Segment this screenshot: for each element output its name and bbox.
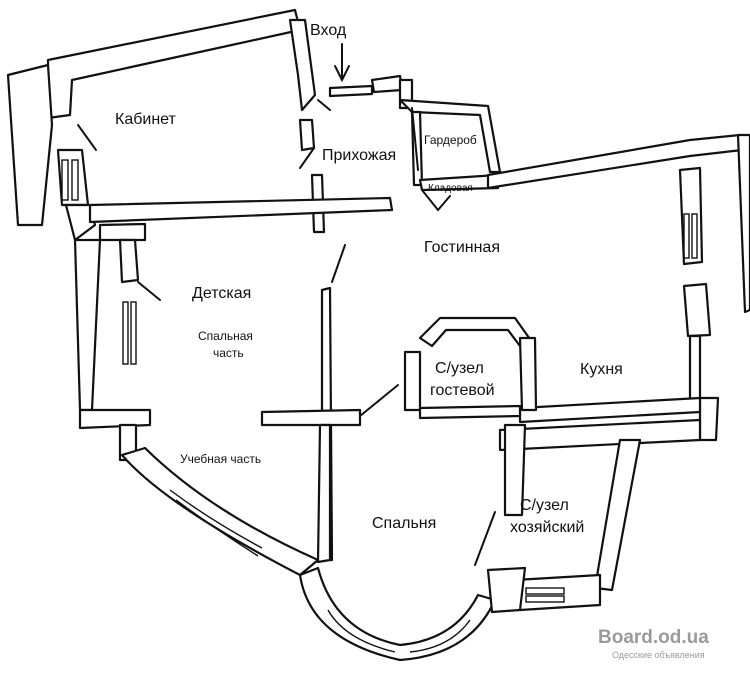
- label-master-bathroom-1: С/узел: [520, 497, 569, 514]
- guest-bath-walls: [403, 316, 538, 420]
- curved-outer-wall: [120, 446, 320, 577]
- watermark-subtitle: Одесские объявления: [612, 650, 705, 660]
- doors: [77, 99, 496, 566]
- outer-walls: [6, 8, 394, 564]
- label-living-room: Гостинная: [424, 239, 500, 256]
- label-bedroom: Спальня: [372, 515, 436, 532]
- label-pantry: Кладовая: [428, 183, 473, 194]
- label-sleeping-area-2: часть: [213, 346, 244, 360]
- label-study: Кабинет: [115, 111, 177, 128]
- label-master-bathroom-2: хозяйский: [510, 519, 584, 536]
- windows: [61, 159, 698, 603]
- label-hallway: Прихожая: [322, 147, 396, 164]
- right-wing-walls: [486, 133, 750, 614]
- bedroom-bay: [298, 566, 497, 662]
- label-kitchen: Кухня: [580, 361, 623, 378]
- entrance-arrow-icon: [334, 43, 350, 83]
- label-entrance: Вход: [310, 22, 347, 39]
- label-kids-room: Детская: [192, 285, 251, 302]
- label-guest-bathroom-1: С/узел: [435, 360, 484, 377]
- label-study-area: Учебная часть: [180, 452, 261, 466]
- label-sleeping-area-1: Спальная: [198, 329, 253, 343]
- watermark-site: Board.od.ua: [598, 627, 709, 648]
- label-guest-bathroom-2: гостевой: [430, 382, 495, 399]
- label-wardrobe: Гардероб: [424, 133, 477, 147]
